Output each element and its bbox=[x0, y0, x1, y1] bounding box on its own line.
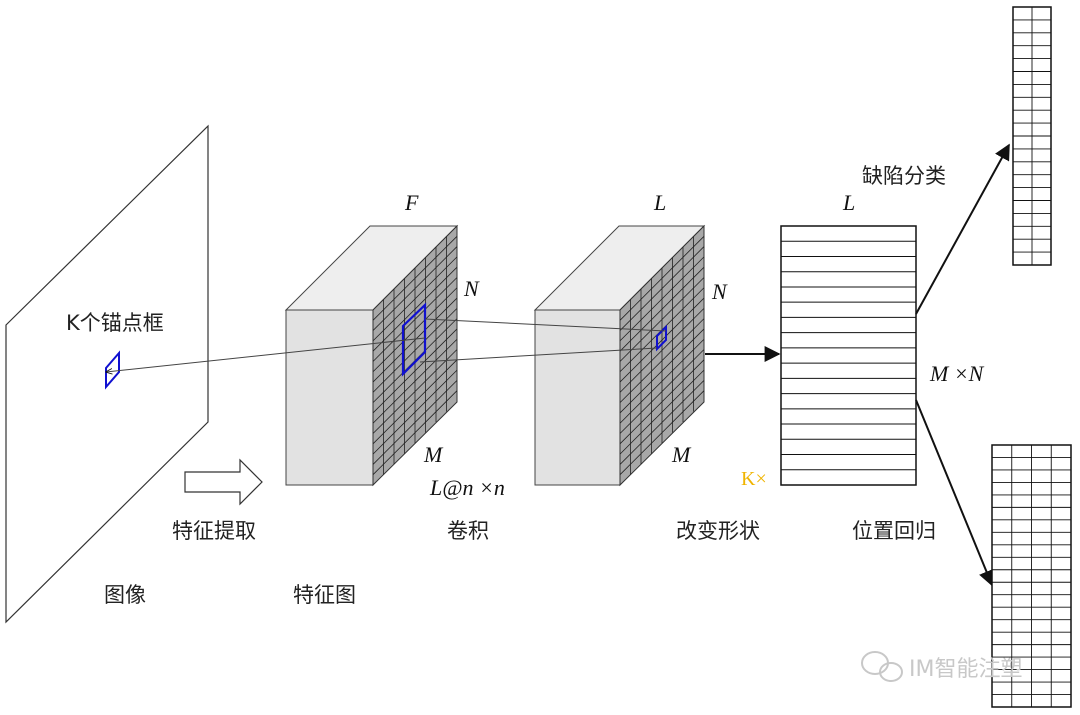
grid-line bbox=[619, 297, 705, 383]
anchor-box-conv-output bbox=[656, 324, 667, 352]
matrix-top-label: L bbox=[842, 190, 855, 215]
grid-line bbox=[372, 297, 458, 383]
dim-mxn-label: M ×N bbox=[929, 361, 985, 386]
position-regression-label: 位置回归 bbox=[852, 519, 936, 543]
feature-extraction-arrow bbox=[184, 458, 263, 506]
reshaped-matrix bbox=[780, 225, 917, 486]
feature-map-top-label: F bbox=[404, 190, 419, 215]
grid-line bbox=[619, 277, 705, 362]
grid-line bbox=[619, 256, 705, 342]
grid-line bbox=[619, 266, 705, 352]
projection-line-bottom bbox=[419, 347, 658, 363]
anchor-box-feature-map bbox=[401, 302, 427, 377]
defect-classification-label: 缺陷分类 bbox=[862, 164, 946, 188]
grid-line bbox=[619, 328, 705, 414]
grid-line bbox=[372, 256, 458, 342]
projection-line-top bbox=[424, 318, 667, 332]
grid-line bbox=[619, 359, 705, 445]
k-times-label: K× bbox=[741, 468, 767, 490]
grid-line bbox=[372, 266, 458, 352]
grid-line bbox=[372, 369, 458, 455]
conv-output-front-face bbox=[534, 309, 621, 486]
grid-line bbox=[372, 328, 458, 414]
conv-output-bottom-label: M bbox=[671, 442, 692, 467]
grid-line bbox=[619, 246, 705, 331]
anchor-box-image bbox=[105, 350, 120, 390]
grid-line bbox=[619, 318, 705, 403]
conv-output-side-label: N bbox=[711, 279, 728, 304]
conv-output-block bbox=[533, 224, 706, 487]
grid-line bbox=[372, 338, 458, 424]
grid-line bbox=[372, 349, 458, 434]
conv-label: 卷积 bbox=[447, 519, 489, 543]
grid-line bbox=[619, 390, 705, 475]
anchor-boxes-label: K个锚点框 bbox=[66, 311, 164, 335]
regression-arrow bbox=[915, 399, 994, 587]
feature-map-bottom-label: M bbox=[423, 442, 444, 467]
watermark: IM智能注塑 bbox=[861, 651, 1022, 682]
feature-map-block bbox=[284, 224, 459, 487]
grid-line bbox=[372, 246, 458, 331]
conv-kernel-label: L@n ×n bbox=[429, 475, 505, 500]
grid-line bbox=[619, 236, 705, 321]
regression-output-grid bbox=[991, 444, 1072, 708]
grid-line bbox=[619, 380, 705, 465]
grid-line bbox=[619, 308, 705, 393]
conv-output-grid-lines bbox=[619, 236, 705, 475]
grid-line bbox=[619, 349, 705, 434]
grid-line bbox=[372, 359, 458, 445]
grid-line bbox=[372, 287, 458, 373]
grid-line bbox=[619, 369, 705, 455]
grid-line bbox=[619, 338, 705, 424]
reshape-label: 改变形状 bbox=[676, 519, 760, 543]
classification-output-grid bbox=[1012, 6, 1052, 266]
grid-line bbox=[372, 308, 458, 393]
feature-map-label: 特征图 bbox=[293, 583, 356, 607]
matrix-outline bbox=[780, 225, 917, 486]
classification-arrow bbox=[915, 143, 1010, 315]
grid-line bbox=[372, 277, 458, 362]
conv-output-top-label: L bbox=[653, 190, 666, 215]
wechat-icon bbox=[861, 651, 903, 682]
projection-line-image bbox=[106, 337, 426, 372]
grid-line bbox=[372, 380, 458, 465]
feature-extraction-label: 特征提取 bbox=[172, 519, 256, 543]
watermark-text: IM智能注塑 bbox=[909, 657, 1022, 682]
feature-map-grid-lines bbox=[372, 236, 458, 475]
feature-map-front-face bbox=[285, 309, 374, 486]
image-label: 图像 bbox=[104, 583, 146, 607]
feature-map-side-label: N bbox=[463, 276, 480, 301]
grid-line bbox=[372, 390, 458, 475]
grid-line bbox=[372, 236, 458, 321]
